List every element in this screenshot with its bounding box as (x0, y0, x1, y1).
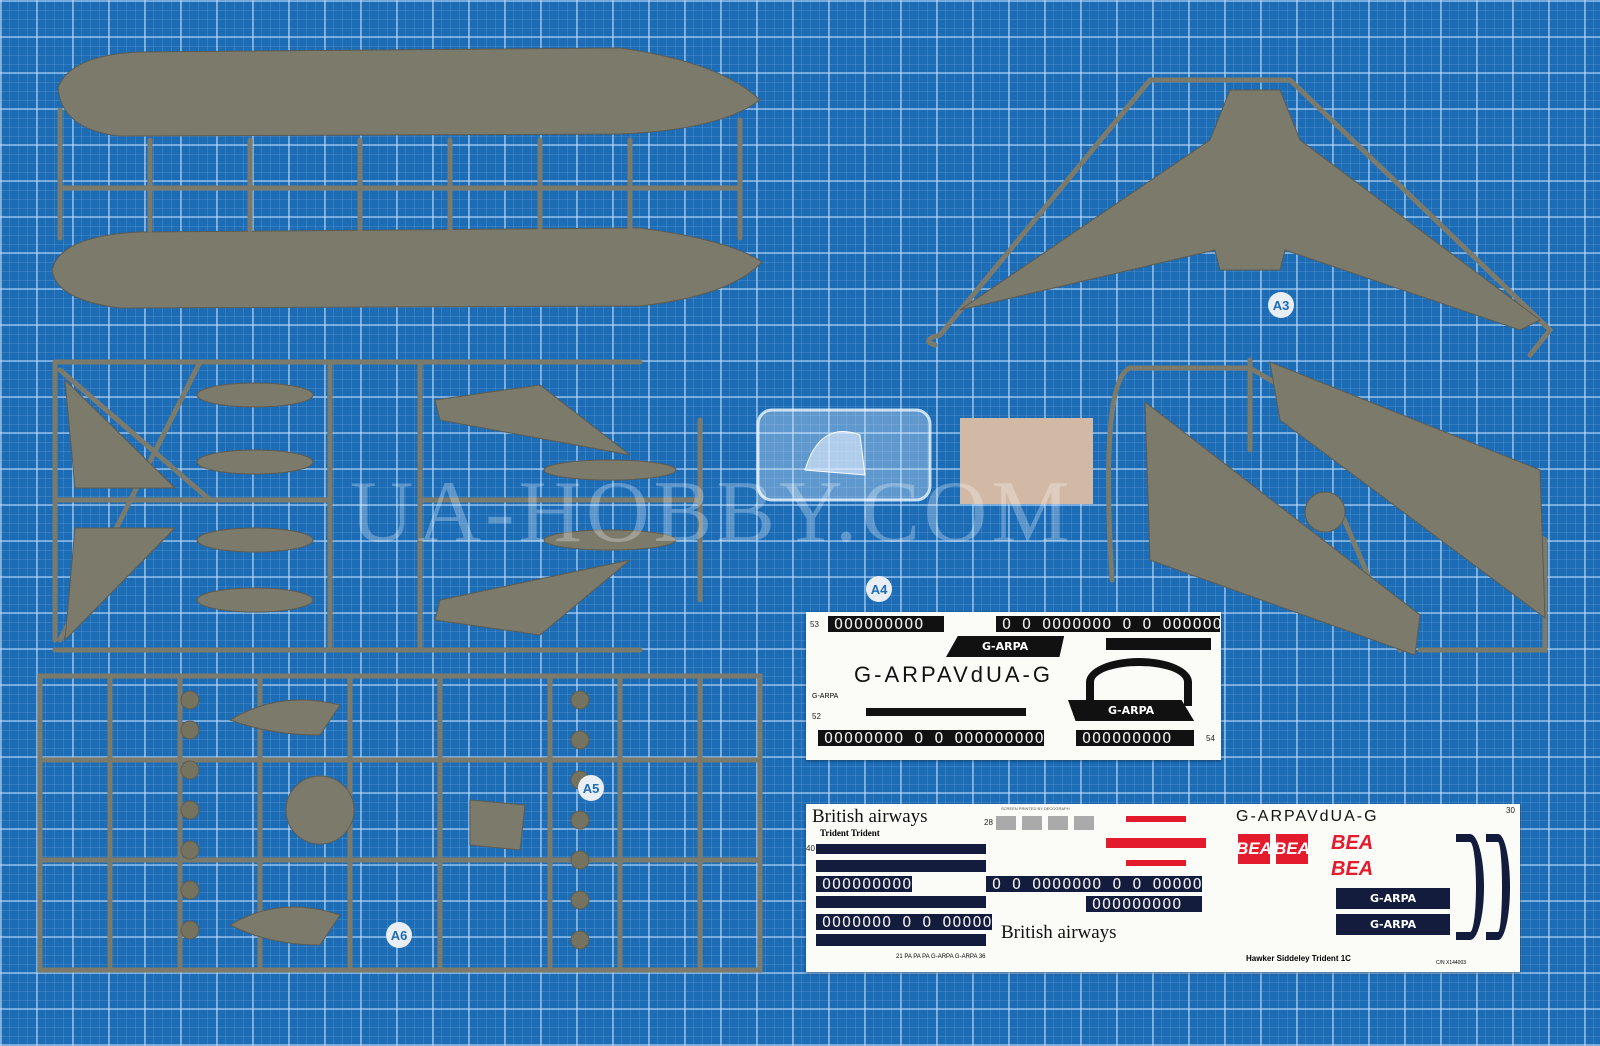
decal-sheet-large: British airways Trident Trident SCREEN P… (806, 804, 1520, 972)
registration-decal: G-ARPA (1336, 888, 1451, 909)
fin-lower-left (64, 527, 177, 642)
window-strip: OOOOOOO O O OOOOOOOO (816, 914, 992, 930)
grey-panels (996, 816, 1096, 830)
window-strip: O O OOOOOOO O O OOOOOOO (986, 876, 1202, 892)
part-label-a5: A5 (578, 775, 604, 801)
fuselage-half-bottom (51, 227, 763, 309)
fin-upper-left (64, 378, 177, 489)
registration-decal: G-ARPA (1068, 700, 1195, 721)
decal-number: 52 (812, 712, 821, 721)
sprue-frame-a1 (57, 107, 743, 241)
trident-title: Trident Trident (820, 828, 880, 838)
cockpit-window-decal (1086, 658, 1192, 706)
decal-number: 28 (984, 818, 993, 827)
registration-decal: G-ARPA (1336, 914, 1451, 935)
sprue-frame-a4 (1106, 357, 1548, 653)
cheatline-decal (816, 896, 986, 908)
part-label-a3: A3 (1268, 292, 1294, 318)
wing-part (959, 89, 1541, 331)
fin-lower-right (434, 559, 631, 636)
bea-script-decal: BEA (1331, 832, 1374, 854)
window-strip: OOOOOOOOO (816, 876, 912, 892)
window-strip: OOOOOOOOO (1086, 896, 1202, 912)
bea-logo-decal: BEA (1274, 834, 1310, 864)
registration-mirrored: G-ARPAVdUA-G (1236, 808, 1379, 825)
british-airways-title: British airways (1001, 922, 1117, 943)
registration-decal: G-ARPA (946, 636, 1065, 657)
stabilizer-left (1144, 400, 1421, 656)
cheatline-decal (816, 934, 986, 946)
cockpit-window-decal (1486, 834, 1510, 940)
fuselage-half-top (57, 47, 761, 137)
registration-mirrored: G-ARPAVdUA-G (854, 662, 1053, 687)
small-registration: G-ARPA (812, 693, 839, 700)
decal-number: 53 (810, 620, 819, 629)
footer-text: Hawker Siddeley Trident 1C (1246, 954, 1351, 963)
watermark: UA-HOBBY.COM (350, 464, 1074, 561)
part-label-a6: A6 (386, 922, 412, 948)
wheels (180, 690, 590, 950)
small-registrations: 21 PA PA PA G-ARPA G-ARPA 36 (896, 954, 986, 960)
small-parts (228, 491, 1346, 946)
printer-note: SCREEN PRINTED BY DECOGRAPH (1001, 806, 1070, 811)
stabilizer-right (1269, 361, 1546, 620)
window-strip: OOOOOOOO O O OOOOOOOOO (818, 730, 1044, 746)
bea-red-square-decal (1106, 816, 1206, 866)
window-strip: OOOOOOOOO (828, 616, 944, 632)
sprue-frame-a3 (926, 77, 1554, 358)
decal-number: 54 (1206, 734, 1215, 743)
window-strip: O O OOOOOOO O O OOOOOOO O (996, 616, 1220, 632)
decal-number: 30 (1506, 806, 1515, 815)
cheatline-decal (816, 844, 986, 854)
decal-number: 40 (806, 844, 815, 853)
cn-text: C/N X144003 (1436, 960, 1467, 966)
decal-sheet-small: OOOOOOOOO O O OOOOOOO O O OOOOOOO O G-AR… (806, 612, 1221, 760)
sprue-frame-a2 (52, 359, 703, 653)
bea-logo-decal: BEA (1236, 834, 1272, 864)
cheatline-decal (816, 860, 986, 872)
engine-pods (196, 382, 677, 613)
cheatline-decal (866, 708, 1026, 716)
window-strip: OOOOOOOOO (1076, 730, 1194, 746)
british-airways-title: British airways (812, 806, 928, 827)
cockpit-window-decal (1456, 834, 1484, 940)
part-label-a4: A4 (866, 576, 892, 602)
bea-script-decal: BEA (1331, 858, 1374, 880)
fin-upper-right (434, 384, 631, 456)
clear-canopy (804, 431, 866, 476)
cheatline-decal (1106, 638, 1211, 650)
beige-sheet (960, 418, 1093, 504)
